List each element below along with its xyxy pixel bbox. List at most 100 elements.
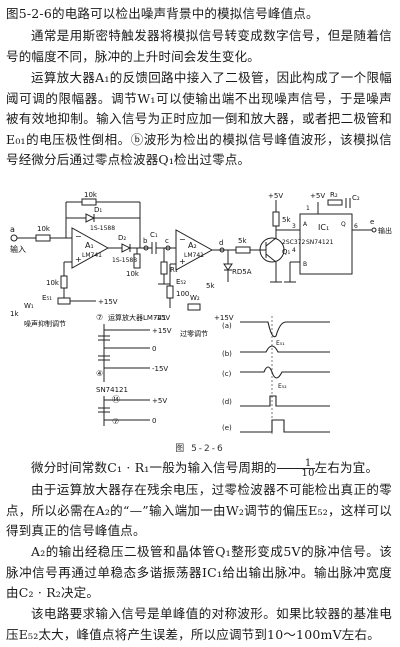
supply-p5-a: +5V bbox=[268, 192, 283, 200]
paragraph-requirement: 该电路要求输入信号是单峰值的对称波形。如果比较器的基准电压E₅₂太大，峰值点将产… bbox=[6, 606, 392, 642]
pin-7-a: ⑦ bbox=[96, 313, 103, 322]
node-d bbox=[219, 247, 225, 253]
legend-m15: -15V bbox=[152, 365, 168, 373]
wave-es1: E₅₁ bbox=[276, 340, 285, 347]
opamp-a2 bbox=[175, 229, 214, 271]
resistor-label-5k-c: 5k bbox=[282, 216, 291, 224]
pin-3: 3 bbox=[292, 223, 296, 230]
pin-4-a: ④ bbox=[96, 369, 103, 378]
resistor-label-10k-b: 10k bbox=[84, 191, 98, 199]
opamp-a2-plus: + bbox=[179, 257, 186, 266]
resistor-label-10k-c: 10k bbox=[126, 270, 140, 278]
resistor-100 bbox=[166, 285, 174, 299]
transistor-ref: Q₁ bbox=[282, 248, 291, 256]
node-label-b: b bbox=[143, 237, 148, 245]
supply-m15-a: -15V bbox=[154, 314, 170, 322]
opamp-a1-minus: − bbox=[75, 232, 82, 241]
paragraph-limiter: 运算放大器A₁的反馈回路中接入了二极管，因此构成了一个限幅阈可调的限幅器。调节W… bbox=[6, 70, 392, 167]
fraction-denominator: 10 bbox=[301, 468, 315, 479]
transistor-label: 2SC372 bbox=[282, 239, 305, 246]
zener-rd5a bbox=[223, 263, 233, 271]
pin-7-b: ⑦ bbox=[112, 417, 119, 426]
node-label-d: d bbox=[219, 239, 223, 247]
wave-label-a: (a) bbox=[222, 322, 232, 330]
zener-label: RD5A bbox=[232, 268, 252, 276]
ic-part: SN74121 bbox=[306, 239, 334, 246]
ic-input-b: B bbox=[303, 261, 307, 268]
waveform-panel: (a) E₅₁ (b) (c) E₅₂ (d) (e) bbox=[222, 316, 330, 436]
supply-p5-b: +5V bbox=[310, 192, 325, 200]
ic-output-q: Q bbox=[341, 221, 346, 228]
r1-label: R₁ bbox=[170, 266, 178, 274]
opamp-a1-part: LM741 bbox=[82, 252, 102, 259]
resistor-r1 bbox=[160, 261, 168, 275]
diode-part-d2: 1S-1588 bbox=[112, 257, 137, 264]
opamp-a1-label: A₁ bbox=[85, 241, 94, 250]
paragraph-offset: 由于运算放大器存在残余电压，过零检波器不可能检出真正的零点，所以必需在A₂的“—… bbox=[6, 482, 392, 538]
diode-part-d1: 1S-1588 bbox=[90, 225, 115, 232]
wave-label-b: (b) bbox=[222, 350, 232, 358]
figure-caption: 图 5-2-6 bbox=[175, 444, 225, 454]
time-constant-suffix: 左右为宜。 bbox=[314, 460, 379, 475]
paragraph-schmitt: 通常是用斯密特触发器将模拟信号转变成数字信号，但是随着信号的幅度不同，脉冲的上升… bbox=[6, 28, 392, 64]
resistor-r-input bbox=[35, 234, 51, 242]
es2-label: E₅₂ bbox=[176, 278, 186, 286]
node-label-c: c bbox=[165, 237, 169, 245]
supply-p15-a: +15V bbox=[98, 298, 118, 306]
opamp-a2-label: A₂ bbox=[188, 241, 197, 250]
resistor-feedback-10k bbox=[81, 198, 97, 206]
pin-4: 4 bbox=[292, 247, 296, 254]
waveform-b bbox=[240, 345, 330, 353]
noise-adjust-label: 噪声抑制调节 bbox=[24, 319, 66, 328]
pot-w2 bbox=[187, 303, 201, 311]
pot-w1 bbox=[57, 297, 71, 305]
r100-label: 100 bbox=[176, 290, 189, 298]
paragraph-pulse: A₂的输出经稳压二极管和晶体管Q₁整形变成5V的脉冲信号。该脉冲信号再通过单稳态… bbox=[6, 544, 392, 600]
r2-label: R₂ bbox=[330, 191, 338, 199]
opamp-a1-plus: + bbox=[75, 255, 82, 264]
wave-label-c: (c) bbox=[222, 370, 232, 378]
resistor-5k-b bbox=[235, 246, 251, 254]
waveform-d bbox=[240, 395, 330, 407]
ic-note: SN74121 bbox=[96, 386, 128, 394]
w1-label: W₁ bbox=[24, 302, 34, 310]
resistor-label-5k-b: 5k bbox=[238, 237, 247, 245]
node-label-a: a bbox=[10, 225, 15, 234]
legend-0-a: 0 bbox=[152, 345, 156, 353]
r1k-label: 1k bbox=[10, 310, 19, 318]
waveform-a bbox=[240, 321, 330, 338]
w2-label: W₂ bbox=[190, 294, 200, 302]
ic-sn74121 bbox=[299, 213, 353, 275]
node-c bbox=[165, 245, 171, 251]
opamp-a1 bbox=[71, 227, 110, 269]
pin-1: 1 bbox=[306, 205, 310, 212]
peak-detector-schematic: a 输入 10k 10k D₁ 1S-1588 − + A₁ LM741 D₂ … bbox=[10, 191, 392, 436]
resistor-label-5k-a: 5k bbox=[206, 282, 215, 290]
pin-6: 6 bbox=[354, 223, 358, 230]
es1-label: E₅₁ bbox=[42, 294, 52, 302]
input-terminal bbox=[10, 234, 18, 242]
wave-label-d: (d) bbox=[222, 398, 232, 406]
resistor-label-10k-a: 10k bbox=[37, 225, 51, 233]
diode-label-d2: D₂ bbox=[118, 234, 126, 242]
node-label-e: e bbox=[370, 218, 374, 226]
output-terminal bbox=[371, 227, 377, 233]
c1-label: C₁ bbox=[150, 231, 158, 239]
opamp-a2-minus: − bbox=[179, 235, 186, 244]
waveform-c bbox=[240, 366, 330, 379]
wave-label-e: (e) bbox=[222, 424, 232, 432]
resistor-r2 bbox=[327, 199, 343, 206]
input-label: 输入 bbox=[10, 244, 26, 254]
zero-adjust-label: 过零调节 bbox=[180, 329, 208, 338]
resistor-label-10k-d: 10k bbox=[46, 279, 60, 287]
legend-0-b: 0 bbox=[152, 417, 156, 425]
wave-es2: E₅₂ bbox=[278, 383, 287, 390]
diode-d2 bbox=[121, 243, 132, 253]
opamp-a2-part: LM741 bbox=[184, 252, 204, 259]
ic-input-a: A bbox=[303, 221, 308, 228]
fraction-numerator: 1 bbox=[276, 459, 315, 469]
diode-d1 bbox=[85, 213, 96, 223]
legend-p15: +15V bbox=[152, 327, 172, 335]
